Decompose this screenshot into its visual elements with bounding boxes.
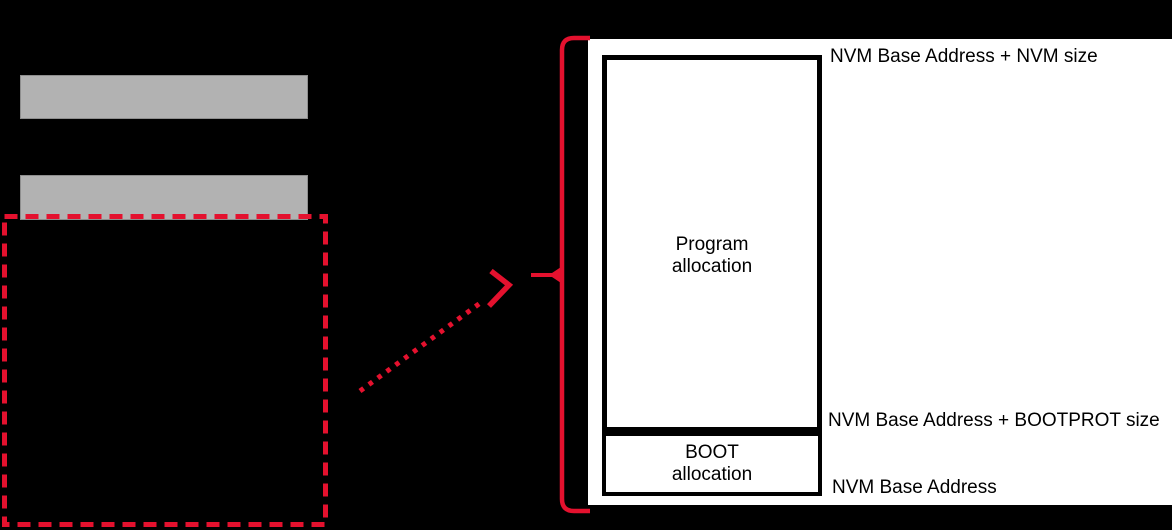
label-nvm-base-address: NVM Base Address: [832, 477, 997, 498]
program-allocation-box: Program allocation: [602, 55, 822, 432]
label-nvm-base-plus-nvm-size: NVM Base Address + NVM size: [830, 46, 1098, 67]
program-allocation-label: Program allocation: [672, 234, 752, 278]
memory-bar-2: [20, 175, 308, 220]
program-allocation-line1: Program: [675, 233, 749, 255]
boot-allocation-line2: allocation: [671, 464, 753, 485]
label-nvm-base-plus-bootprot-size: NVM Base Address + BOOTPROT size: [828, 410, 1160, 431]
boot-allocation-box: BOOT allocation: [602, 432, 822, 496]
program-allocation-line2: allocation: [671, 255, 753, 277]
boot-allocation-line1: BOOT: [685, 442, 739, 463]
memory-bar-1: [20, 75, 308, 119]
curly-brace-spine: [559, 35, 590, 514]
highlight-dashed-rectangle: [2, 214, 328, 527]
curly-brace-tip-icon: [549, 265, 564, 285]
zoom-arrow-shaft: [358, 298, 485, 394]
zoom-arrow-head-icon: [487, 268, 514, 308]
boot-allocation-label: BOOT allocation: [672, 442, 752, 486]
